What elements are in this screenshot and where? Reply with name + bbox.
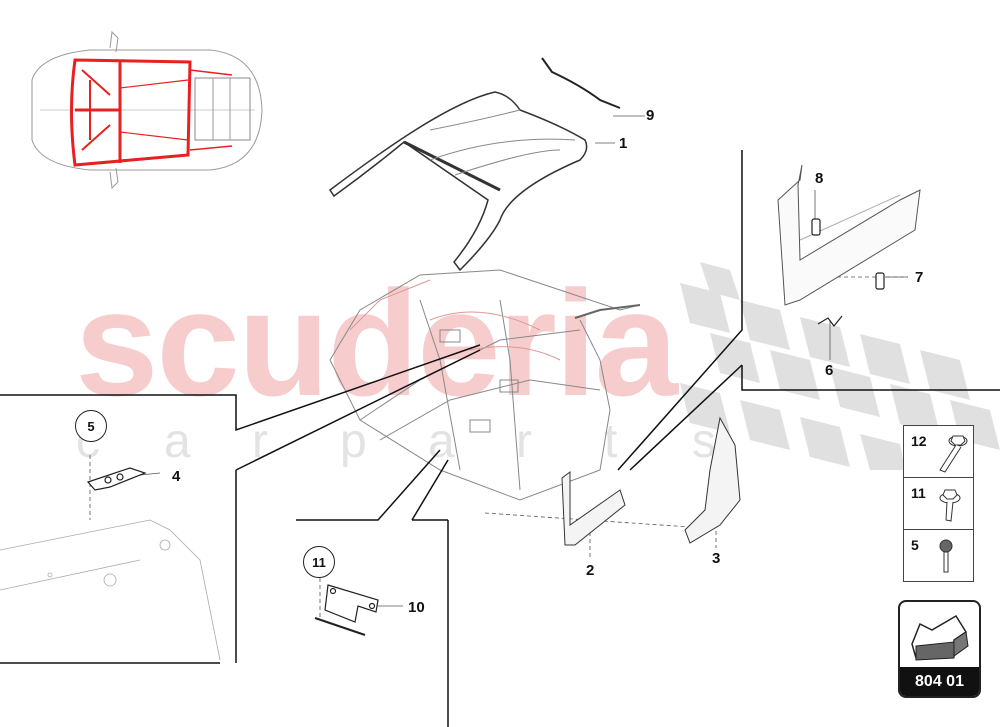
watermark-letter: r xyxy=(516,415,532,468)
arrow-left-icon xyxy=(911,614,969,661)
circle-ref-11[interactable]: 11 xyxy=(303,546,335,578)
watermark-letter: r xyxy=(252,415,268,468)
callout-2[interactable]: 2 xyxy=(586,562,595,579)
callout-3[interactable]: 3 xyxy=(712,550,721,567)
fastener-row-5[interactable]: 5 xyxy=(904,530,973,581)
small-clips xyxy=(811,218,885,327)
callout-9[interactable]: 9 xyxy=(646,107,655,124)
flange-bolt-short-icon xyxy=(939,489,961,522)
b-pillar-drawing xyxy=(684,416,741,544)
highlighted-body-structure xyxy=(70,58,233,167)
nut-stud-icon xyxy=(939,539,953,573)
diagram-code: 804 01 xyxy=(900,667,979,696)
roof-seal-drawing xyxy=(541,57,621,109)
callout-1[interactable]: 1 xyxy=(619,135,628,152)
flange-bolt-long-icon xyxy=(939,435,968,473)
side-sill-drawing xyxy=(777,164,921,306)
leader-lines xyxy=(0,150,1000,727)
body-frame-drawing xyxy=(329,269,641,501)
a-pillar-drawing xyxy=(561,471,626,546)
callout-8[interactable]: 8 xyxy=(815,170,824,187)
watermark-brand: scuderia xyxy=(75,259,678,427)
checkered-flag-watermark xyxy=(680,262,1000,470)
fastener-number: 5 xyxy=(911,537,919,553)
fastener-number: 11 xyxy=(911,485,926,501)
hinge-bracket-drawing xyxy=(314,584,379,636)
callout-10[interactable]: 10 xyxy=(408,599,425,616)
roof-panel-drawing xyxy=(328,91,588,272)
fastener-row-11[interactable]: 11 xyxy=(904,478,973,530)
page-reference-box[interactable]: 804 01 xyxy=(898,600,981,698)
floor-bracket-drawing xyxy=(86,467,147,491)
fastener-legend: 12 11 5 xyxy=(903,425,974,582)
watermark-letter: t xyxy=(604,415,618,468)
dashed-guides xyxy=(89,115,908,620)
fastener-number: 12 xyxy=(911,433,927,449)
floor-section-drawing xyxy=(0,519,221,661)
callout-6[interactable]: 6 xyxy=(825,362,834,379)
car-top-view xyxy=(31,30,263,190)
callout-4[interactable]: 4 xyxy=(172,468,181,485)
watermark-letter: p xyxy=(340,415,367,468)
watermark-letter: a xyxy=(164,415,191,468)
circle-ref-5[interactable]: 5 xyxy=(75,410,107,442)
callout-7[interactable]: 7 xyxy=(915,269,924,286)
fastener-row-12[interactable]: 12 xyxy=(904,426,973,478)
